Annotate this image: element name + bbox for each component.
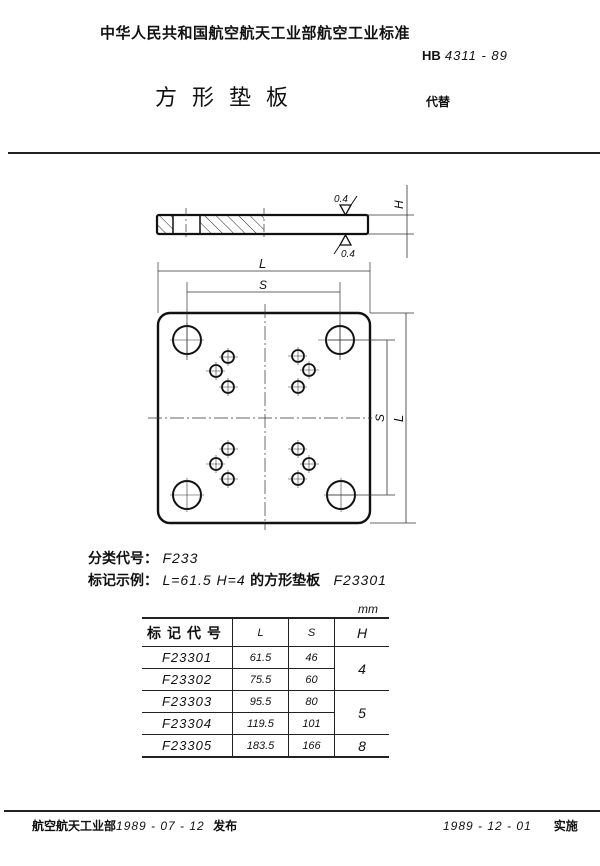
vertical-spacing-label: S bbox=[373, 414, 387, 422]
cell-s: 80 bbox=[288, 690, 335, 713]
example-value: L=61.5 H=4 bbox=[162, 572, 246, 588]
issue-info: 航空航天工业部1989 - 07 - 12 发布 bbox=[32, 817, 237, 834]
classification-value: F233 bbox=[162, 550, 199, 566]
example-code: F23301 bbox=[333, 572, 387, 588]
cell-code: F23302 bbox=[142, 668, 233, 691]
cell-l: 61.5 bbox=[232, 646, 289, 669]
cell-code: F23301 bbox=[142, 646, 233, 669]
standard-code: 4311 - 89 bbox=[444, 48, 508, 63]
header-divider bbox=[8, 152, 600, 154]
header-h: H bbox=[334, 617, 389, 647]
issuing-organization: 中华人民共和国航空航天工业部航空工业标准 bbox=[100, 24, 411, 42]
front-view bbox=[148, 262, 416, 530]
unit-label: mm bbox=[358, 602, 378, 616]
header-code: 标记代号 bbox=[142, 617, 233, 647]
issuer: 航空航天工业部 bbox=[32, 819, 117, 833]
length-dimension-label: L bbox=[259, 256, 266, 271]
thickness-dimension-label: H bbox=[392, 200, 406, 209]
table-row: F23305 183.5 166 8 bbox=[142, 734, 389, 758]
effective-label: 实施 bbox=[553, 819, 578, 833]
cell-code: F23304 bbox=[142, 712, 233, 735]
classification-label: 分类代号： bbox=[88, 551, 158, 567]
cell-l: 119.5 bbox=[232, 712, 289, 735]
vertical-length-label: L bbox=[391, 415, 406, 422]
example-label: 标记示例： bbox=[88, 573, 158, 589]
standard-number: HB 4311 - 89 bbox=[422, 48, 508, 64]
header-s: S bbox=[288, 617, 335, 647]
cell-l: 75.5 bbox=[232, 668, 289, 691]
issue-label: 发布 bbox=[213, 819, 238, 833]
cell-h: 8 bbox=[334, 734, 389, 758]
footer-divider bbox=[4, 810, 600, 812]
roughness-top-value: 0.4 bbox=[334, 194, 348, 205]
cell-code: F23303 bbox=[142, 690, 233, 713]
roughness-bottom-value: 0.4 bbox=[341, 249, 355, 260]
document-title: 方形垫板 bbox=[155, 86, 304, 111]
spacing-dimension-label: S bbox=[259, 278, 267, 292]
cell-h: 5 bbox=[334, 690, 389, 735]
technical-drawing: 0.4 0.4 H bbox=[148, 185, 416, 530]
table-row: F23302 75.5 60 bbox=[142, 668, 389, 691]
replaces-label: 代替 bbox=[426, 95, 451, 109]
header-l: L bbox=[232, 617, 289, 647]
cell-s: 166 bbox=[288, 734, 335, 758]
table-row: F23304 119.5 101 bbox=[142, 712, 389, 735]
issue-date: 1989 - 07 - 12 bbox=[116, 819, 205, 833]
table-row: F23301 61.5 46 4 bbox=[142, 646, 389, 691]
effective-info: 1989 - 12 - 01 实施 bbox=[443, 817, 578, 834]
classification-line: 分类代号： F233 bbox=[88, 548, 198, 568]
cell-h: 4 bbox=[334, 646, 389, 691]
standard-prefix: HB bbox=[422, 48, 441, 63]
cell-s: 60 bbox=[288, 668, 335, 691]
side-view bbox=[155, 185, 414, 258]
cell-l: 183.5 bbox=[232, 734, 289, 758]
example-description: 的方形垫板 bbox=[250, 573, 321, 589]
marking-example-line: 标记示例： L=61.5 H=4 的方形垫板 F23301 bbox=[88, 570, 387, 590]
effective-date: 1989 - 12 - 01 bbox=[443, 819, 532, 833]
cell-s: 101 bbox=[288, 712, 335, 735]
specification-table: 标记代号 L S H F23301 61.5 46 4 F23302 75.5 … bbox=[142, 617, 389, 758]
table-row: F23303 95.5 80 5 bbox=[142, 690, 389, 735]
cell-s: 46 bbox=[288, 646, 335, 669]
cell-l: 95.5 bbox=[232, 690, 289, 713]
table-header-row: 标记代号 L S H bbox=[142, 617, 389, 647]
cell-code: F23305 bbox=[142, 734, 233, 758]
